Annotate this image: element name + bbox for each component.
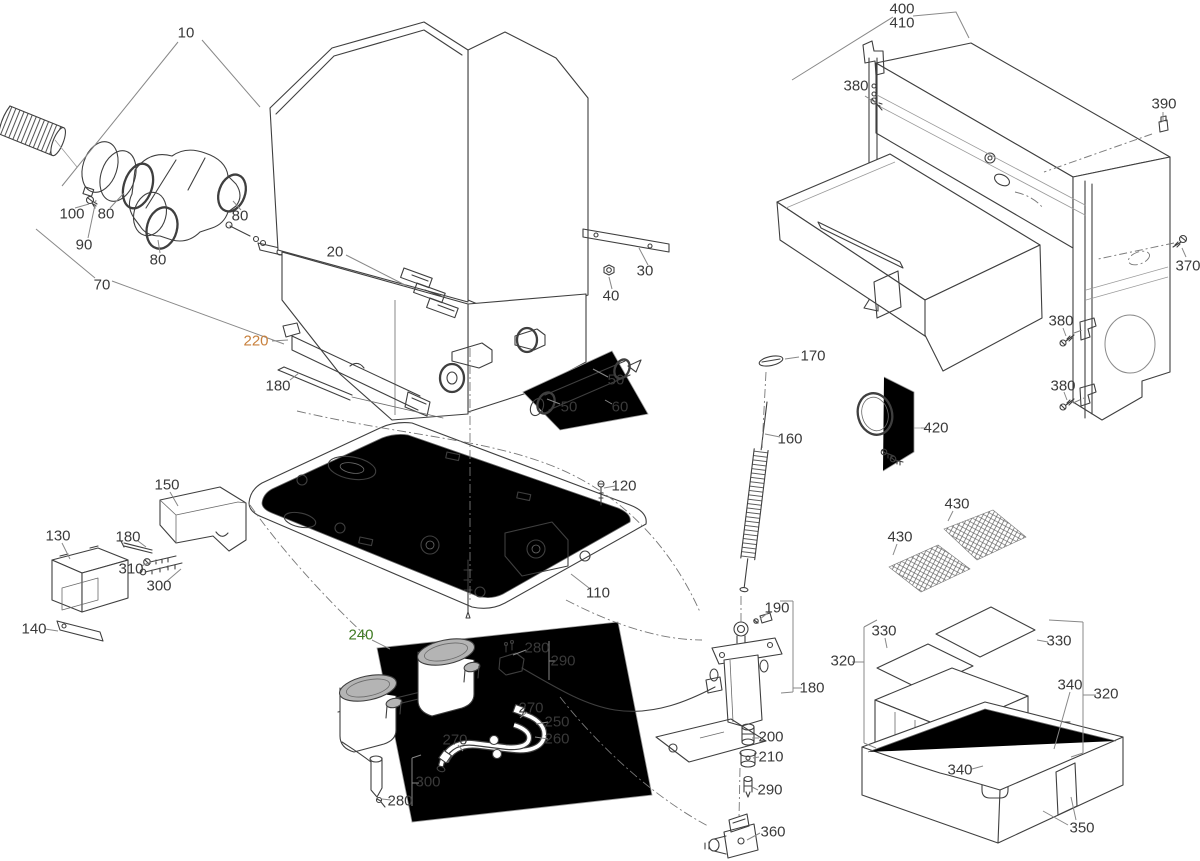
outer-casing-icon	[776, 40, 1188, 421]
floor-plate-icon	[248, 422, 647, 619]
leader-line	[137, 540, 147, 548]
nozzle-290-icon	[743, 775, 753, 798]
leader-line	[780, 691, 794, 694]
leader-line	[271, 339, 289, 342]
leader-line	[166, 568, 182, 582]
igniter-icon	[498, 639, 716, 712]
leader-line	[759, 611, 770, 620]
exhaust-elbow-icon	[81, 141, 296, 261]
leader-line	[411, 754, 422, 759]
leader-line	[169, 491, 179, 507]
leader-line	[784, 356, 800, 360]
leader-line	[603, 485, 616, 489]
screw-380-mid-icon	[1059, 334, 1075, 347]
o-ring-kit-icon	[856, 376, 921, 472]
cover-strip-140-icon	[56, 620, 104, 642]
leader-line	[61, 41, 179, 187]
leader-line	[1053, 691, 1071, 750]
leader-line	[947, 510, 954, 522]
leader-line	[35, 228, 96, 279]
leader-line	[1043, 133, 1153, 173]
heat-exchanger-icon	[269, 21, 589, 421]
leader-line	[764, 433, 781, 438]
leader-line	[61, 542, 71, 560]
leader-line	[1181, 247, 1187, 258]
leader-line	[371, 639, 391, 650]
leader-line	[608, 276, 613, 290]
mesh-grille-icons	[888, 509, 1027, 593]
leader-line	[1070, 752, 1084, 758]
leader-line	[519, 711, 528, 719]
leader-line	[864, 95, 877, 104]
exhaust-duct-icon	[522, 350, 649, 431]
inner-casing-icon	[861, 606, 1124, 844]
tee-fitting-360-icon	[704, 813, 759, 859]
leader-line	[534, 736, 549, 740]
leader-line	[752, 756, 760, 759]
leader-line	[140, 561, 152, 567]
gas-valve-icon	[655, 355, 784, 859]
leader-line	[746, 832, 761, 841]
screw-120-icon	[597, 480, 605, 506]
leader-line	[157, 239, 161, 254]
leader-line	[1042, 810, 1069, 826]
screw-380-low-icon	[1059, 398, 1075, 411]
leader-line	[381, 798, 392, 801]
routing-lines	[249, 348, 767, 827]
leader-line	[791, 16, 894, 81]
leader-line	[289, 372, 300, 381]
leader-line	[44, 628, 59, 632]
leader-line	[111, 280, 285, 345]
leader-line	[1062, 327, 1067, 337]
valve-fitting-210-icon	[739, 748, 757, 768]
leader-line	[884, 637, 888, 649]
leader-line	[638, 247, 649, 266]
screw-380-top-icon	[870, 97, 883, 111]
gas-pipes-icon	[436, 703, 548, 773]
leader-line	[751, 786, 759, 791]
leader-line	[87, 199, 97, 239]
hex-nut-icon	[603, 264, 615, 276]
leader-line	[232, 200, 242, 211]
leader-line	[1097, 242, 1175, 260]
support-rail-icon	[582, 228, 670, 253]
leader-line	[74, 203, 90, 209]
leader-line	[892, 543, 898, 556]
mounting-bracket-220-icon	[282, 322, 431, 417]
leader-line	[512, 649, 527, 656]
leader-line	[1070, 796, 1077, 821]
cap-170-icon	[758, 355, 784, 367]
leader-line	[912, 11, 970, 39]
mounting-bracket-150-icon	[159, 486, 247, 552]
burner-assembly-icon	[337, 621, 716, 823]
leader-line	[1036, 639, 1049, 643]
leader-line	[570, 573, 590, 589]
casing-lid-icon	[776, 153, 1043, 372]
electrode-icon	[341, 741, 386, 808]
leader-line	[457, 744, 464, 752]
leader-line	[109, 192, 125, 209]
screw-370-icon	[1172, 234, 1188, 248]
control-unit-icon	[51, 545, 129, 613]
leader-line	[546, 398, 561, 405]
leader-line	[863, 742, 877, 749]
leader-line	[604, 399, 613, 405]
hinge-clips-icon	[1079, 317, 1097, 407]
leader-line	[1063, 391, 1068, 401]
valve-fitting-200-icon	[741, 723, 755, 746]
leader-line	[535, 721, 549, 725]
flue-hose-icon	[0, 105, 78, 168]
leader-line	[1048, 619, 1084, 623]
leader-line	[201, 39, 261, 108]
leader-line	[345, 254, 408, 287]
leader-line	[592, 368, 609, 378]
leader-line	[863, 619, 878, 628]
leader-line	[971, 765, 984, 770]
leader-line	[1072, 397, 1085, 404]
leader-line	[1073, 328, 1086, 334]
